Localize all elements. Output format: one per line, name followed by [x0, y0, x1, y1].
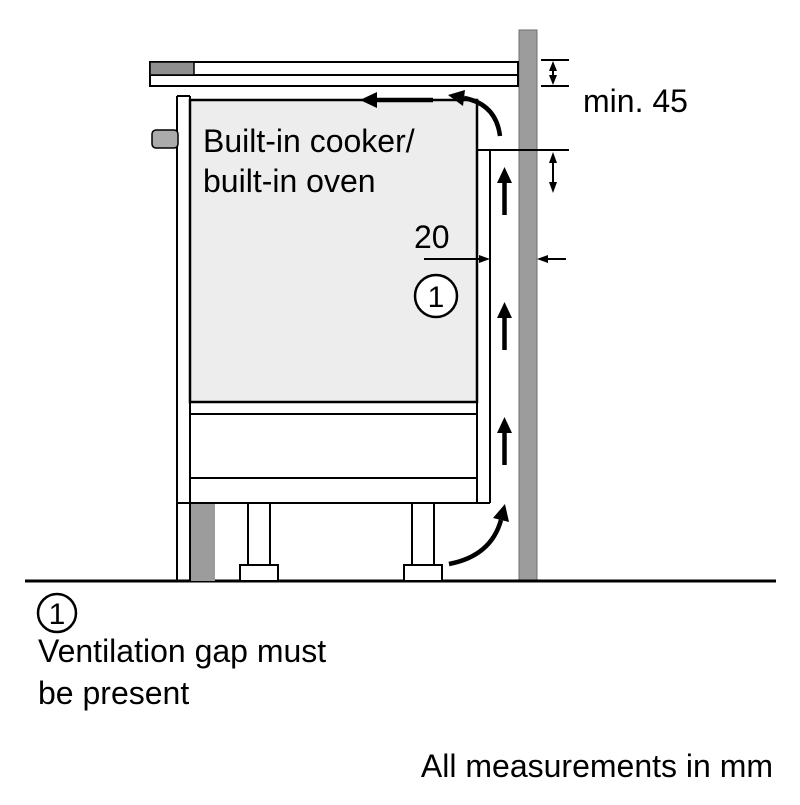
legend-text-line1: Ventilation gap must — [38, 633, 326, 669]
leg-shaft — [411, 502, 435, 566]
oven-door-handle — [151, 129, 179, 149]
legend-callout-circle — [36, 592, 78, 634]
plinth-panel — [191, 503, 215, 581]
ventilation-arrow-up-head — [497, 417, 512, 433]
ventilation-arrow-up-head — [497, 302, 512, 318]
leg-foot — [403, 564, 443, 582]
callout-1-circle — [413, 273, 459, 319]
wall — [518, 29, 538, 582]
leg-shaft — [247, 502, 271, 566]
airflow-arrow-left-head — [360, 92, 377, 108]
dim-arrow-up-head — [549, 61, 557, 71]
oven-label-line2: built-in oven — [203, 163, 376, 199]
callout-1-number: 1 — [428, 281, 445, 314]
dim-arrow-down-head — [549, 182, 557, 193]
dim-arrow-right-head — [479, 255, 490, 263]
airflow-curve-bottom — [448, 519, 504, 567]
oven-body — [188, 98, 479, 404]
units-note: All measurements in mm — [421, 748, 773, 784]
legend-callout-number: 1 — [49, 598, 66, 631]
legend-text-line2: be present — [38, 675, 189, 711]
dim-arrow-down-head — [549, 75, 557, 85]
dim-arrow-left-head — [537, 255, 548, 263]
drawer — [189, 413, 478, 479]
airflow-curve-top — [463, 95, 503, 137]
oven-label-line1: Built-in cooker/ — [203, 123, 415, 159]
airflow-curve-bottom-head — [493, 504, 509, 522]
dim-label-min45: min. 45 — [583, 83, 688, 119]
dim-arrow-up-head — [549, 152, 557, 163]
leg-foot — [239, 564, 279, 582]
dim-label-20: 20 — [414, 219, 450, 255]
ventilation-arrow-up-head — [497, 167, 512, 183]
hob-profile — [149, 61, 195, 76]
airflow-curve-top-head — [448, 90, 465, 106]
